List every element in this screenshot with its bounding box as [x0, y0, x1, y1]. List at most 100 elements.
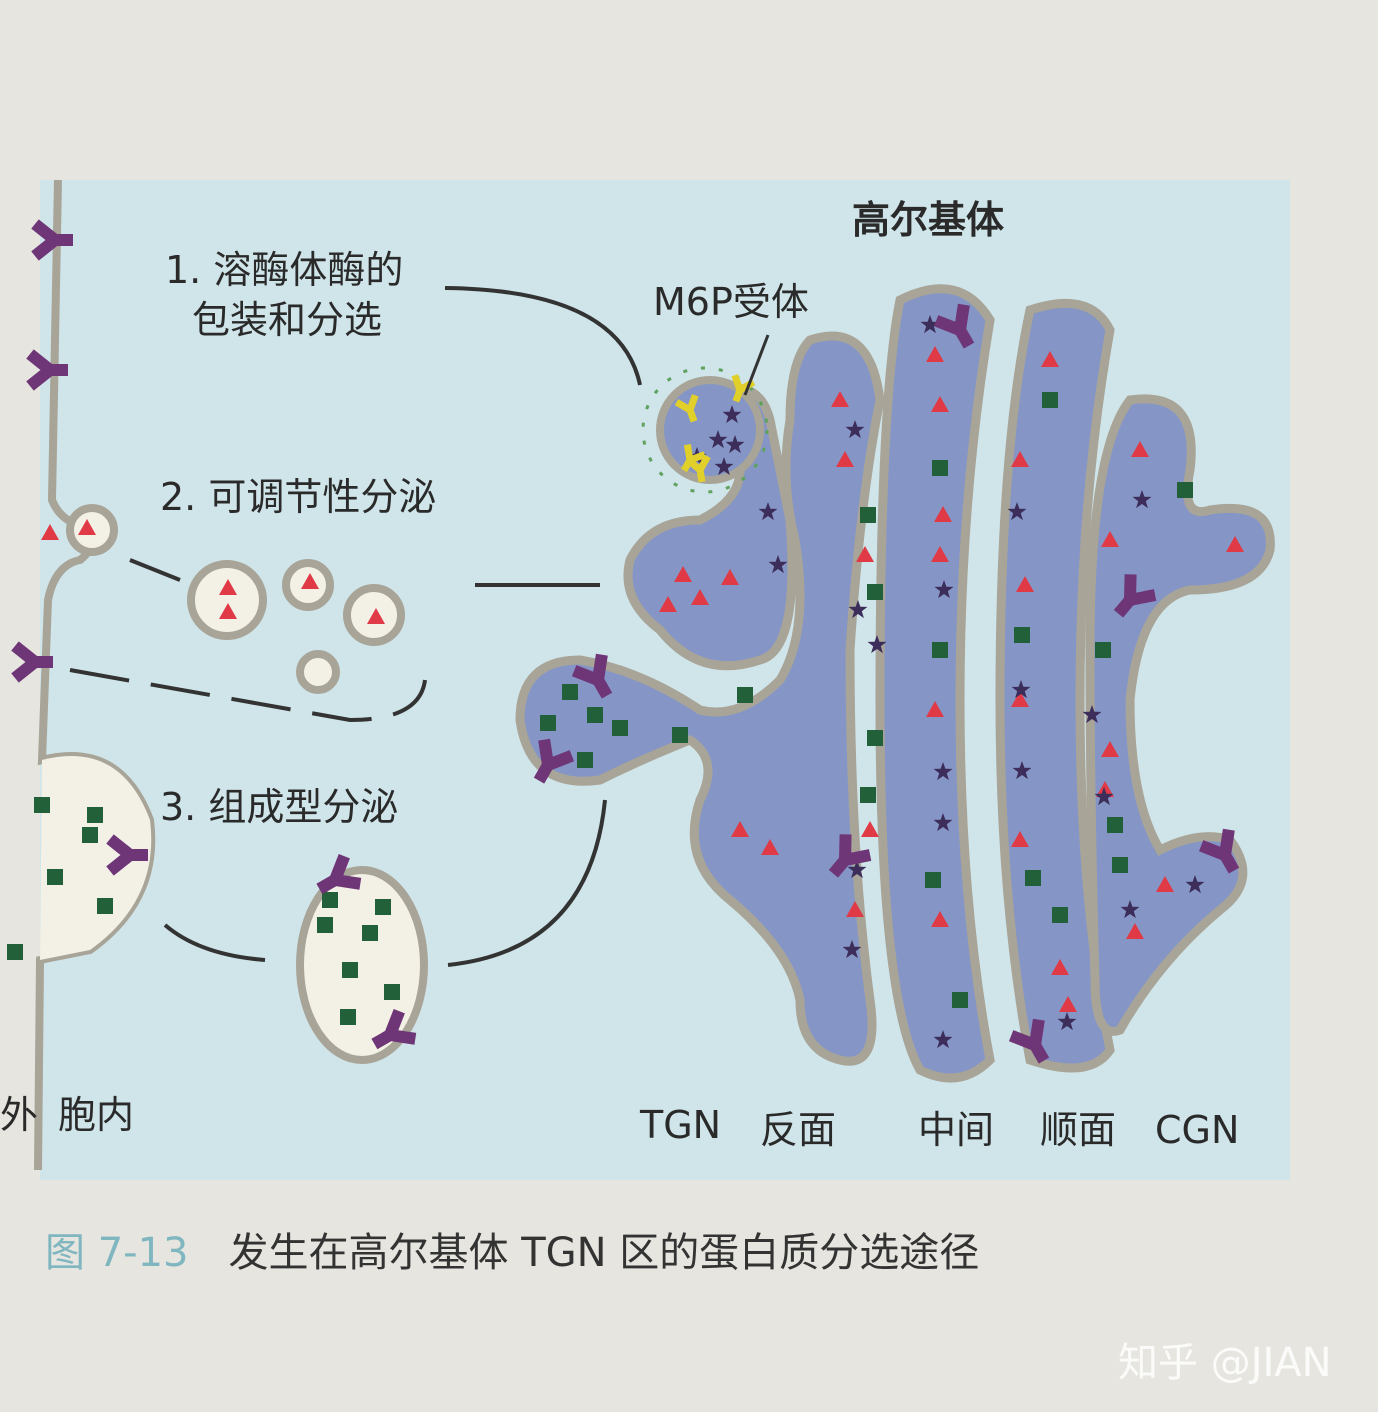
- secretory-protein-star: [708, 430, 728, 449]
- lysosomal-enzyme-triangle: [1126, 923, 1144, 939]
- lysosomal-enzyme-triangle: [1016, 576, 1034, 592]
- lysosomal-enzyme-triangle: [721, 569, 739, 585]
- constitutive-protein-square: [737, 687, 753, 703]
- figure-caption-text: 发生在高尔基体 TGN 区的蛋白质分选途径: [228, 1230, 980, 1276]
- watermark: 知乎 @JIAN: [1118, 1340, 1332, 1386]
- pathway1-line2: 包装和分选: [192, 298, 383, 342]
- m6p-receptor-icon: [685, 454, 711, 483]
- secretory-protein-star: [725, 435, 745, 454]
- lysosomal-enzyme-triangle: [861, 821, 879, 837]
- constitutive-protein-square: [860, 787, 876, 803]
- lysosomal-enzyme-triangle: [659, 596, 677, 612]
- lysosomal-enzyme-triangle: [931, 546, 949, 562]
- arrow-lysosomal: [444, 286, 642, 386]
- pathway1-line1: 1. 溶酶体酶的: [165, 248, 404, 292]
- constitutive-protein-square: [1095, 642, 1111, 658]
- constitutive-protein-square: [47, 869, 63, 885]
- secretory-protein-star: [867, 635, 887, 654]
- receptor-icon: [828, 834, 872, 878]
- lysosomal-enzyme-triangle: [78, 519, 96, 535]
- receptor-icon: [1113, 574, 1157, 618]
- constitutive-protein-square: [317, 917, 333, 933]
- constitutive-protein-square: [612, 720, 628, 736]
- constitutive-protein-square: [577, 752, 593, 768]
- label-cis: 顺面: [1040, 1108, 1117, 1152]
- secretory-protein-star: [722, 405, 742, 424]
- secretory-protein-star: [1007, 502, 1027, 521]
- constitutive-protein-square: [97, 898, 113, 914]
- secretory-protein-star: [933, 1030, 953, 1049]
- lysosomal-enzyme-triangle: [1156, 876, 1174, 892]
- lysosomal-enzyme-triangle: [1059, 996, 1077, 1012]
- constitutive-protein-square: [342, 962, 358, 978]
- lysosomal-enzyme-triangle: [926, 346, 944, 362]
- constitutive-protein-square: [340, 1009, 356, 1025]
- constitutive-protein-square: [925, 872, 941, 888]
- lysosomal-enzyme-triangle: [1096, 781, 1114, 797]
- constitutive-protein-square: [1014, 627, 1030, 643]
- lysosomal-enzyme-triangle: [831, 391, 849, 407]
- secretory-protein-star: [848, 600, 868, 619]
- constitutive-protein-square: [587, 707, 603, 723]
- receptor-icon: [1008, 1018, 1050, 1064]
- m6p-pointer-line: [743, 334, 770, 396]
- constitutive-protein-square: [860, 507, 876, 523]
- inside-label: 胞内: [58, 1093, 135, 1137]
- constitutive-protein-square: [952, 992, 968, 1008]
- arrow-receptor-recycle: [69, 668, 427, 723]
- secretion-bulge: [40, 756, 152, 960]
- secretory-protein-star: [1082, 705, 1102, 724]
- lysosomal-enzyme-triangle: [836, 451, 854, 467]
- lysosomal-enzyme-triangle: [1011, 831, 1029, 847]
- lysosomal-enzyme-triangle: [934, 506, 952, 522]
- constitutive-protein-square: [932, 642, 948, 658]
- secretory-protein-star: [1011, 680, 1031, 699]
- constitutive-protein-square: [7, 944, 23, 960]
- secretory-protein-star: [714, 457, 734, 476]
- receptor-icon: [1198, 828, 1240, 874]
- constitutive-protein-square: [322, 892, 338, 908]
- lysosomal-enzyme-triangle: [926, 701, 944, 717]
- secretory-protein-star: [933, 813, 953, 832]
- empty-vesicle: [296, 650, 340, 694]
- secretory-protein-star: [933, 762, 953, 781]
- lysosomal-enzyme-triangle: [1011, 451, 1029, 467]
- receptor-icon: [31, 219, 73, 261]
- lysosomal-enzyme-triangle: [1101, 531, 1119, 547]
- receptor-icon: [26, 349, 68, 391]
- lysosomal-enzyme-triangle: [1131, 441, 1149, 457]
- lysosomal-enzyme-triangle: [1226, 536, 1244, 552]
- secretory-protein-star: [934, 580, 954, 599]
- lysosomal-enzyme-triangle: [856, 546, 874, 562]
- secretory-protein-star: [920, 315, 940, 334]
- receptor-icon: [106, 834, 148, 876]
- constitutive-protein-square: [867, 584, 883, 600]
- label-cgn: CGN: [1155, 1108, 1240, 1152]
- constitutive-protein-square: [1025, 870, 1041, 886]
- receptor-icon: [571, 653, 613, 699]
- pathway3-label: 3. 组成型分泌: [160, 785, 399, 829]
- constitutive-protein-square: [1042, 392, 1058, 408]
- receptor-icon: [533, 738, 575, 784]
- constitutive-protein-square: [82, 827, 98, 843]
- lysosomal-enzyme-triangle: [931, 396, 949, 412]
- receptor-icon: [933, 303, 975, 349]
- constitutive-protein-square: [384, 984, 400, 1000]
- constitutive-protein-square: [932, 460, 948, 476]
- lysosomal-enzyme-triangle: [41, 524, 59, 540]
- lysosomal-enzyme-triangle: [846, 901, 864, 917]
- lysosomal-enzyme-triangle: [1101, 741, 1119, 757]
- lysosomal-enzyme-triangle: [1011, 691, 1029, 707]
- secretory-protein-star: [842, 940, 862, 959]
- constitutive-protein-square: [87, 807, 103, 823]
- receptor-icon: [316, 853, 362, 895]
- lysosomal-enzyme-triangle: [1051, 959, 1069, 975]
- secretory-protein-star: [847, 860, 867, 879]
- constitutive-protein-square: [362, 925, 378, 941]
- secretory-protein-star: [768, 555, 788, 574]
- secretory-protein-star: [1012, 761, 1032, 780]
- medial-cisterna: [875, 284, 995, 1083]
- lysosomal-enzyme-triangle: [219, 579, 237, 595]
- lysosomal-enzyme-triangle: [1041, 351, 1059, 367]
